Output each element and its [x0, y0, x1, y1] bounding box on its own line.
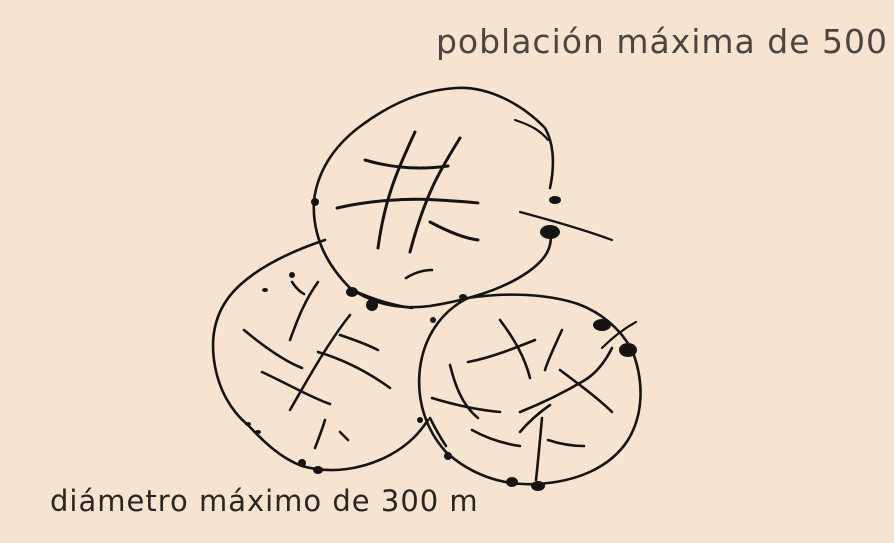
node-dot	[289, 272, 295, 278]
node-dot	[531, 481, 545, 491]
node-dot	[619, 343, 637, 357]
node-dot	[262, 288, 268, 292]
right-cell-street	[466, 338, 537, 364]
population-caption: población máxima de 500	[435, 22, 888, 61]
node-dots	[245, 196, 637, 491]
right-cell-street	[498, 318, 532, 380]
left-cell-edge	[350, 288, 414, 310]
right-cell-spur	[600, 320, 638, 350]
left-cell-street	[290, 280, 306, 296]
top-cell-gap-stroke	[513, 118, 550, 142]
node-dot	[540, 225, 560, 239]
node-dot	[430, 317, 436, 323]
diameter-caption: diámetro máximo de 300 m	[50, 484, 479, 518]
left-cell	[211, 238, 430, 472]
outer-road	[518, 210, 614, 242]
left-cell-street	[316, 350, 392, 390]
right-cell-street	[534, 416, 544, 482]
left-cell-street	[288, 313, 352, 412]
node-dot	[346, 287, 358, 297]
node-dot	[549, 196, 561, 204]
node-dot	[593, 319, 611, 331]
left-cell-street	[260, 370, 332, 406]
right-cell-street	[448, 363, 480, 420]
left-cell-street	[242, 328, 304, 370]
top-cell-street	[428, 220, 480, 242]
right-cell	[417, 293, 642, 486]
top-cell-street	[404, 268, 434, 280]
node-dot	[255, 430, 261, 434]
right-cell-street	[430, 396, 502, 414]
node-dot	[311, 198, 319, 206]
right-cell-street	[558, 368, 614, 414]
left-cell-street	[313, 418, 327, 450]
right-cell-street	[546, 438, 586, 448]
right-cell-street	[428, 416, 448, 448]
node-dot	[459, 294, 467, 300]
node-dot	[506, 477, 518, 487]
right-cell-street	[470, 428, 522, 448]
top-cell-street	[376, 130, 417, 250]
node-dot	[298, 459, 306, 467]
node-dot	[444, 452, 452, 460]
node-dot	[245, 422, 251, 426]
right-cell-street	[543, 328, 564, 372]
left-cell-street	[288, 280, 320, 342]
left-cell-street	[338, 333, 380, 352]
node-dot	[366, 299, 378, 311]
top-cell	[312, 86, 555, 309]
right-cell-street	[518, 346, 614, 414]
left-cell-street	[338, 430, 350, 442]
right-cell-street	[518, 403, 552, 434]
top-cell-street	[335, 197, 480, 210]
node-dot	[313, 466, 323, 474]
top-cell-street	[363, 158, 450, 170]
right-cell-outline	[417, 293, 642, 486]
top-cell-street	[408, 136, 462, 254]
node-dot	[417, 417, 423, 423]
